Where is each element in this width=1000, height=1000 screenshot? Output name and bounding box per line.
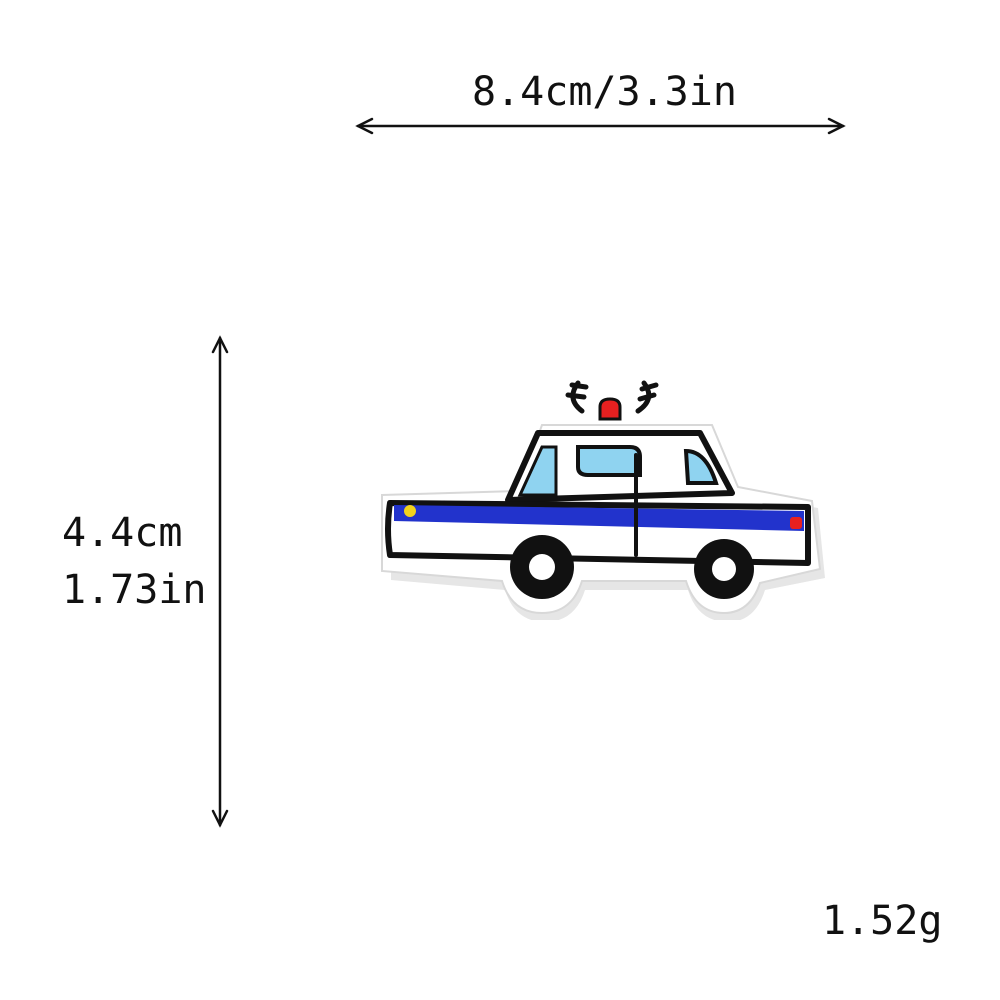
body-stripe	[394, 505, 804, 531]
headlight-icon	[404, 505, 416, 517]
front-wheel-icon	[694, 539, 754, 599]
rear-wheel-icon	[510, 535, 574, 599]
taillight-icon	[790, 517, 802, 529]
width-arrow	[355, 117, 846, 135]
height-cm-label: 4.4cm	[62, 510, 183, 556]
height-arrow	[211, 335, 229, 828]
front-window	[683, 448, 719, 485]
rear-window	[517, 445, 558, 497]
weight-label: 1.52g	[822, 898, 943, 944]
siren-icon	[598, 397, 622, 421]
police-car-patch-icon	[381, 380, 825, 620]
antenna-icon	[565, 380, 659, 414]
width-dimension-label: 8.4cm/3.3in	[472, 69, 737, 115]
middle-window	[576, 445, 642, 477]
height-in-label: 1.73in	[62, 567, 207, 613]
